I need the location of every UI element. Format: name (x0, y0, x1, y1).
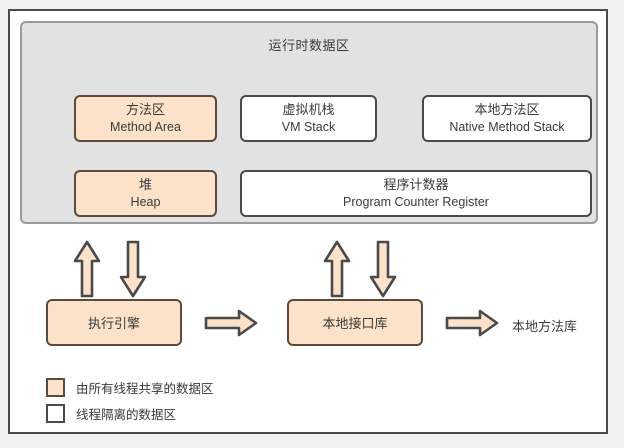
legend-row-shared: 由所有线程共享的数据区 (46, 374, 214, 400)
memory-box-program-counter-register-cn: 程序计数器 (383, 177, 449, 193)
memory-box-native-method-stack-cn: 本地方法区 (474, 102, 540, 118)
memory-box-heap[interactable]: 堆 Heap (74, 170, 217, 217)
memory-box-native-method-stack-en: Native Method Stack (449, 119, 565, 134)
process-box-execution-engine-label: 执行引擎 (87, 316, 140, 331)
legend-label-isolated: 线程隔离的数据区 (76, 407, 177, 422)
memory-box-native-method-stack[interactable]: 本地方法区 Native Method Stack (422, 95, 592, 142)
legend-swatch-isolated-icon (46, 403, 65, 423)
arrow-up-native-to-runtime (323, 240, 351, 298)
legend-swatch-shared-icon (46, 377, 65, 397)
memory-box-method-area[interactable]: 方法区 Method Area (74, 95, 217, 142)
legend-row-isolated: 线程隔离的数据区 (46, 400, 214, 426)
runtime-data-area-title: 运行时数据区 (268, 38, 350, 53)
legend-label-shared: 由所有线程共享的数据区 (76, 381, 214, 396)
legend: 由所有线程共享的数据区 线程隔离的数据区 (46, 374, 214, 426)
memory-box-heap-en: Heap (130, 194, 161, 209)
memory-box-method-area-cn: 方法区 (125, 102, 165, 118)
arrow-up-engine-to-runtime (73, 240, 101, 298)
arrow-down-runtime-to-engine (119, 240, 147, 298)
memory-box-vm-stack-en: VM Stack (281, 119, 336, 134)
arrow-right-engine-to-native-interface (204, 309, 258, 337)
arrow-right-native-interface-to-native-library (445, 309, 499, 337)
page-frame: 运行时数据区 方法区 Method Area 虚拟机栈 VM Stack 本地方… (8, 9, 608, 434)
memory-box-program-counter-register-en: Program Counter Register (343, 194, 489, 209)
process-box-native-interface-library[interactable]: 本地接口库 (287, 299, 423, 346)
process-box-execution-engine[interactable]: 执行引擎 (46, 299, 182, 346)
memory-box-vm-stack-cn: 虚拟机栈 (282, 102, 335, 118)
process-box-native-interface-library-label: 本地接口库 (322, 316, 388, 331)
memory-box-heap-cn: 堆 (138, 177, 152, 193)
memory-box-vm-stack[interactable]: 虚拟机栈 VM Stack (240, 95, 377, 142)
memory-box-program-counter-register[interactable]: 程序计数器 Program Counter Register (240, 170, 592, 217)
arrow-down-runtime-to-native (369, 240, 397, 298)
memory-box-method-area-en: Method Area (110, 119, 181, 134)
label-native-method-library: 本地方法库 (512, 319, 578, 334)
runtime-data-area-panel: 运行时数据区 方法区 Method Area 虚拟机栈 VM Stack 本地方… (20, 21, 598, 224)
